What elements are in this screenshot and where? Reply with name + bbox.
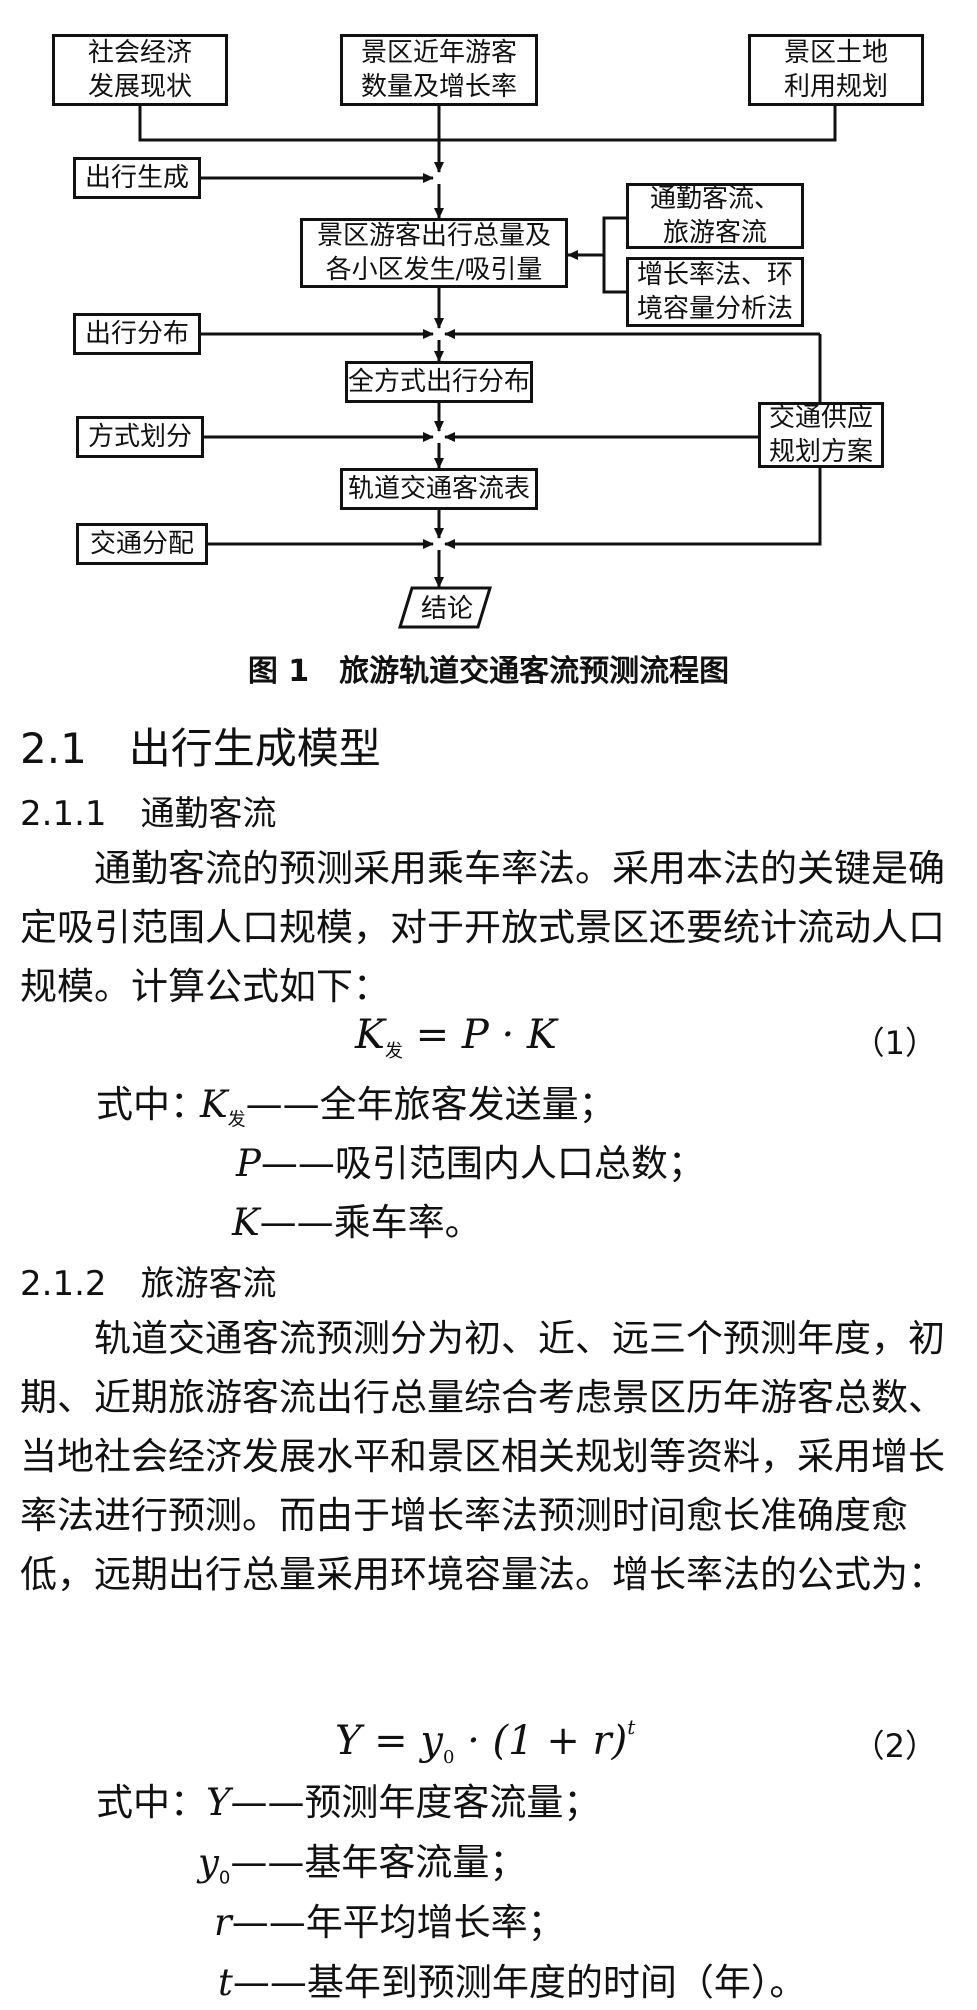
arrow-supply-assign — [444, 466, 822, 549]
subsection-heading-commute: 2.1.1 通勤客流 — [20, 794, 277, 834]
paragraph-commute: 通勤客流的预测采用乘车率法。采用本法的关键是确定吸引范围人口规模，对于开放式景区… — [20, 847, 945, 1008]
where-label-2: 式中： — [96, 1781, 207, 1824]
subsection-heading-tourist: 2.1.2 旅游客流 — [20, 1264, 277, 1304]
section-heading: 2.1 出行生成模型 — [20, 724, 381, 773]
figure-caption: 图 1 旅游轨道交通客流预测流程图 — [247, 654, 730, 689]
def-text: ——全年旅客发送量； — [245, 1083, 616, 1126]
box-land-use: 景区土地 利用规划 — [748, 34, 924, 106]
conclusion-shape — [397, 586, 493, 629]
def-sub: 0 — [218, 1867, 231, 1889]
conclusion-label: 结论 — [420, 593, 473, 624]
definition-r: r——年平均增长率； — [214, 1892, 565, 1946]
where-label-1: 式中： — [96, 1083, 207, 1126]
formula-2-sub: 0 — [442, 1747, 455, 1768]
box-total-trips: 景区游客出行总量及 各小区发生/吸引量 — [300, 218, 568, 288]
paragraph-tourist: 轨道交通客流预测分为初、近、远三个预测年度，初期、近期旅游客流出行总量综合考虑景… — [20, 1317, 945, 1596]
line-social — [138, 104, 439, 142]
formula-2-exponent: t — [627, 1715, 636, 1739]
equation-number-2: （2） — [852, 1727, 937, 1765]
formula-2-mid: · (1 + r) — [454, 1718, 628, 1764]
formula-1-lhs-sub: 发 — [384, 1041, 403, 1062]
flowchart-connectors — [138, 104, 837, 629]
definition-y0: y0——基年客流量； — [198, 1832, 526, 1888]
def-text: ——基年到预测年度的时间（年）。 — [232, 1961, 807, 2004]
formula-1-lhs: K — [355, 1012, 385, 1058]
formula-1-rhs: = P · K — [402, 1012, 557, 1058]
box-visitor-growth: 景区近年游客 数量及增长率 — [340, 34, 538, 106]
box-trip-distribution: 出行分布 — [73, 313, 201, 355]
def-symbol: K — [200, 1083, 228, 1126]
flowchart-figure: 社会经济 发展现状 景区近年游客 数量及增长率 景区土地 利用规划 出行生成 景… — [0, 0, 977, 700]
bracket-right — [602, 216, 626, 294]
box-supply-plan: 交通供应 规划方案 — [758, 402, 884, 468]
definition-y: Y——预测年度客流量； — [206, 1772, 600, 1826]
def-text: ——年平均增长率； — [231, 1901, 565, 1944]
def-text: ——基年客流量； — [230, 1841, 527, 1884]
box-growth-env-methods: 增长率法、环 境容量分析法 — [626, 257, 804, 327]
box-assignment: 交通分配 — [76, 523, 208, 565]
box-mode-split: 方式划分 — [76, 416, 204, 458]
formula-2: Y = y0 · (1 + r)t — [335, 1715, 635, 1768]
equation-number-1: （1） — [852, 1024, 937, 1062]
def-symbol: r — [214, 1901, 232, 1944]
formula-2-main: Y = y — [335, 1718, 443, 1764]
definition-k: K——乘车率。 — [232, 1192, 482, 1246]
def-text: ——吸引范围内人口总数； — [260, 1142, 705, 1185]
def-symbol: t — [218, 1961, 233, 2004]
def-symbol: K — [232, 1201, 260, 1244]
formula-1: K发 = P · K — [355, 1012, 557, 1063]
line-landuse — [439, 104, 837, 142]
box-all-mode-distribution: 全方式出行分布 — [345, 361, 533, 403]
box-social-economy: 社会经济 发展现状 — [52, 34, 228, 106]
def-symbol: y — [198, 1841, 219, 1884]
box-commute-tourist: 通勤客流、 旅游客流 — [626, 183, 804, 249]
def-text: ——预测年度客流量； — [230, 1781, 601, 1824]
box-trip-generation: 出行生成 — [73, 157, 201, 199]
def-symbol: P — [236, 1142, 261, 1185]
def-text: ——乘车率。 — [259, 1201, 482, 1244]
definition-k-fa: K发——全年旅客发送量； — [200, 1074, 616, 1131]
definition-p: P——吸引范围内人口总数； — [236, 1133, 705, 1187]
def-sub: 发 — [227, 1109, 246, 1131]
definition-t: t——基年到预测年度的时间（年）。 — [218, 1952, 806, 2006]
def-symbol: Y — [206, 1781, 231, 1824]
box-rail-table: 轨道交通客流表 — [340, 468, 538, 510]
